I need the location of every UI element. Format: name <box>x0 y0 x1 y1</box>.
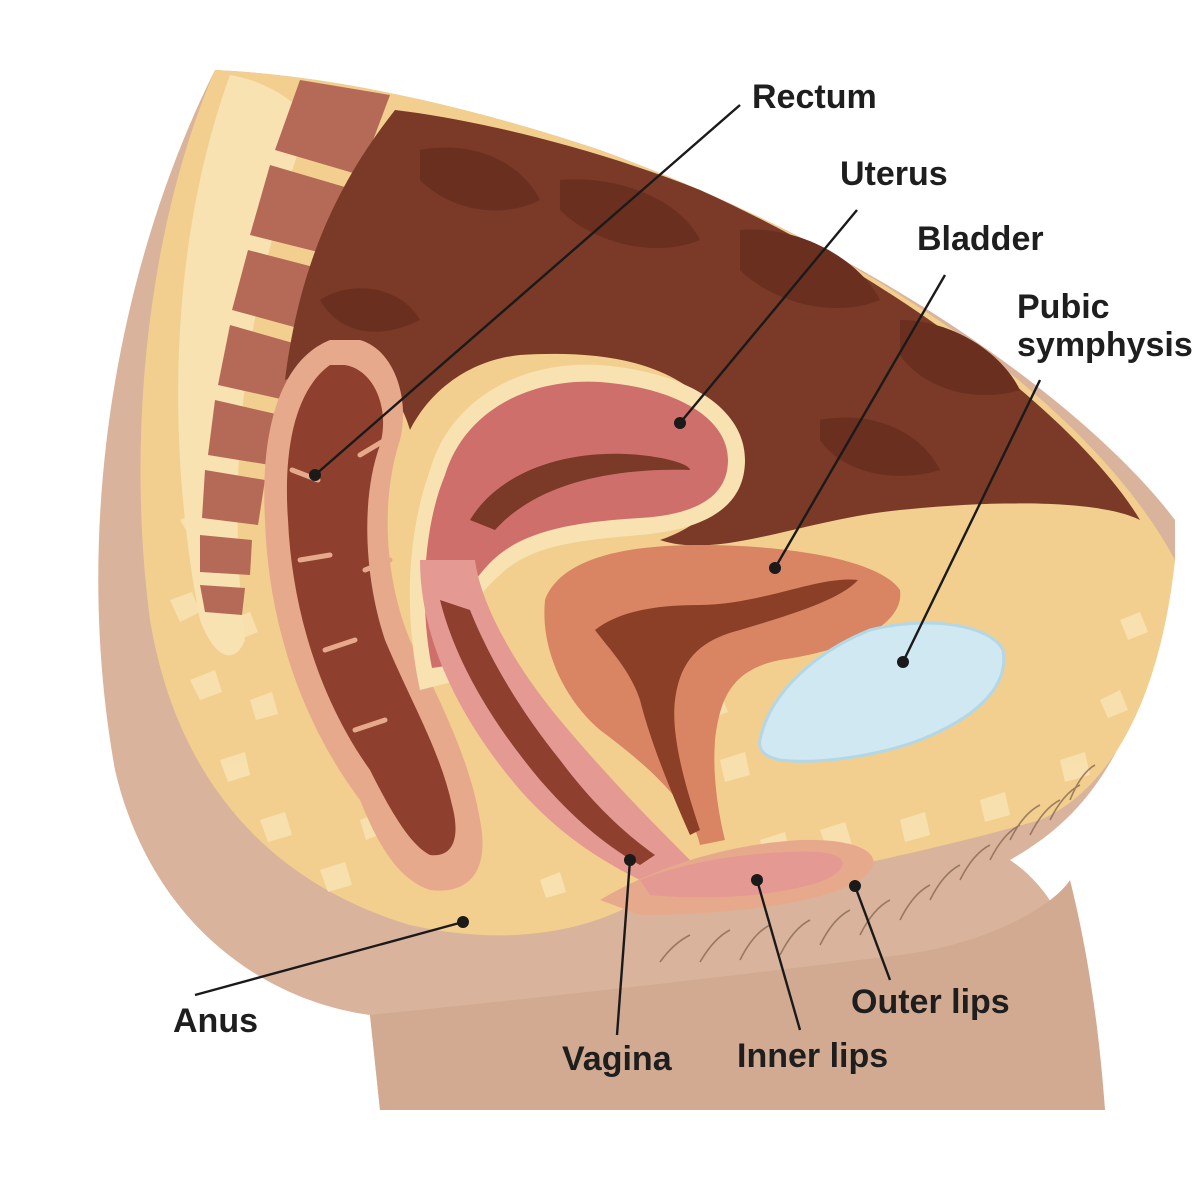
anus-dot <box>457 916 469 928</box>
label-pubic-line1: Pubic <box>1017 288 1110 326</box>
outer-lips-dot <box>849 880 861 892</box>
label-vagina: Vagina <box>562 1040 673 1078</box>
label-anus: Anus <box>173 1002 258 1040</box>
label-outer-lips: Outer lips <box>851 983 1010 1021</box>
inner-lips-dot <box>751 874 763 886</box>
label-rectum: Rectum <box>752 78 877 116</box>
bladder-dot <box>769 562 781 574</box>
label-uterus: Uterus <box>840 155 948 193</box>
uterus-dot <box>674 417 686 429</box>
label-bladder: Bladder <box>917 220 1044 258</box>
vagina-dot <box>624 854 636 866</box>
rectum-dot <box>309 469 321 481</box>
label-inner-lips: Inner lips <box>737 1037 888 1075</box>
pubic-dot <box>897 656 909 668</box>
label-pubic-line2: symphysis <box>1017 326 1193 364</box>
